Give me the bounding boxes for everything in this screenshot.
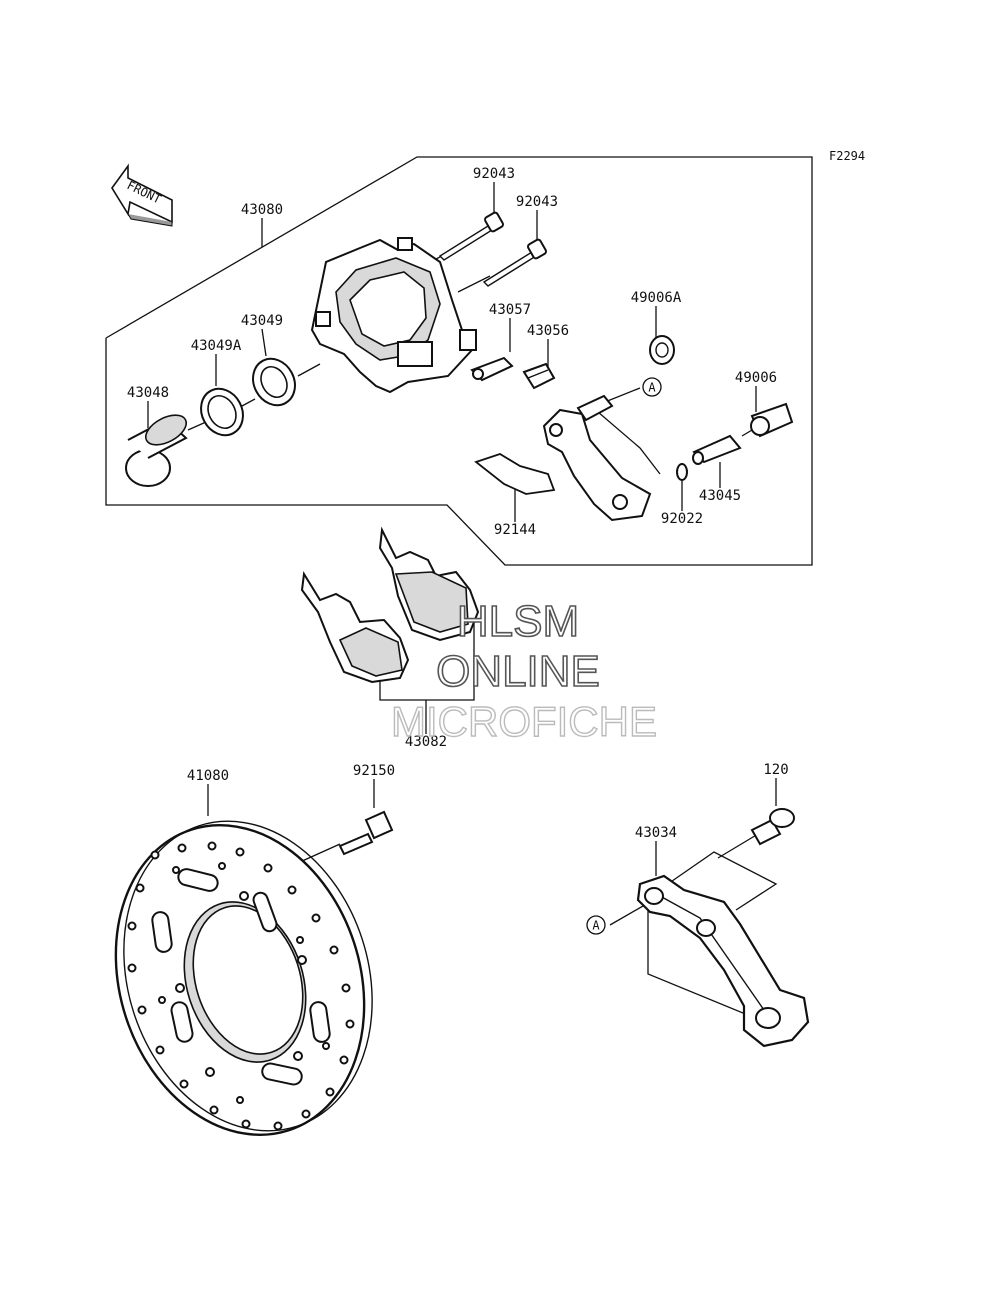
part-label-pin-bolt-1: 92043 (473, 166, 515, 182)
part-label-circlip: 92022 (661, 511, 703, 527)
piston (125, 414, 188, 487)
caliper-pin-bolt-upper (438, 211, 504, 261)
part-label-valve-cap: 43057 (489, 302, 531, 318)
caliper-body (310, 237, 477, 394)
disc-bolt (338, 810, 394, 856)
part-label-caliper-assy: 43080 (241, 202, 283, 218)
torque-link (636, 874, 810, 1048)
caliper-pin-bolt-lower (482, 238, 547, 287)
dust-seal (200, 387, 244, 437)
part-label-link-bolt: 120 (763, 762, 788, 778)
ref-marker-a-lower (586, 915, 606, 935)
caliper-assembly-outline (105, 156, 813, 566)
pad-spring-92144 (474, 453, 556, 495)
part-label-disc-bolt: 92150 (353, 763, 395, 779)
watermark-line-2: ONLINE (436, 647, 600, 696)
circlip-92022 (676, 463, 688, 481)
part-label-piston-seal: 43049 (241, 313, 283, 329)
part-label-brake-pads: 43082 (405, 734, 447, 750)
part-label-pin-bolt-2: 92043 (516, 194, 558, 210)
ref-marker-a-upper (642, 377, 662, 397)
reference-markers: A A (586, 377, 662, 935)
ref-marker-a-lower-label: A (592, 919, 600, 933)
brake-pad-front (300, 571, 410, 684)
bracket-pin (692, 434, 742, 465)
brake-pad-rear (378, 526, 480, 642)
part-number-labels: 43080 92043 92043 43049 43049A 43048 430… (127, 166, 789, 841)
collar-49006a (649, 335, 675, 365)
part-label-piston: 43048 (127, 385, 169, 401)
part-label-pad-spring: 92144 (494, 522, 536, 538)
piston-seal (252, 357, 296, 407)
bleed-valve (522, 362, 556, 390)
caliper-bracket (542, 394, 652, 522)
figure-code: F2294 (829, 149, 865, 163)
part-label-dust-seal: 43049A (191, 338, 242, 354)
torque-link-bolt (750, 808, 795, 846)
watermark-line-1: HLSM (457, 597, 579, 646)
part-label-bleed-valve: 43056 (527, 323, 569, 339)
bleed-valve-cap (470, 356, 514, 382)
part-label-collar-a: 49006A (631, 290, 682, 306)
part-label-collar: 49006 (735, 370, 777, 386)
leader-lines (147, 182, 778, 1021)
watermark-line-3: MICROFICHE (391, 698, 657, 745)
watermark: HLSM ONLINE MICROFICHE (390, 596, 657, 746)
part-label-bracket-pin: 43045 (699, 488, 741, 504)
collar-49006 (750, 402, 794, 438)
front-arrow-icon: FRONT (111, 163, 173, 227)
part-label-brake-disc: 41080 (187, 768, 229, 784)
part-label-torque-link: 43034 (635, 825, 677, 841)
brake-disc (114, 820, 373, 1136)
ref-marker-a-upper-label: A (648, 381, 656, 395)
